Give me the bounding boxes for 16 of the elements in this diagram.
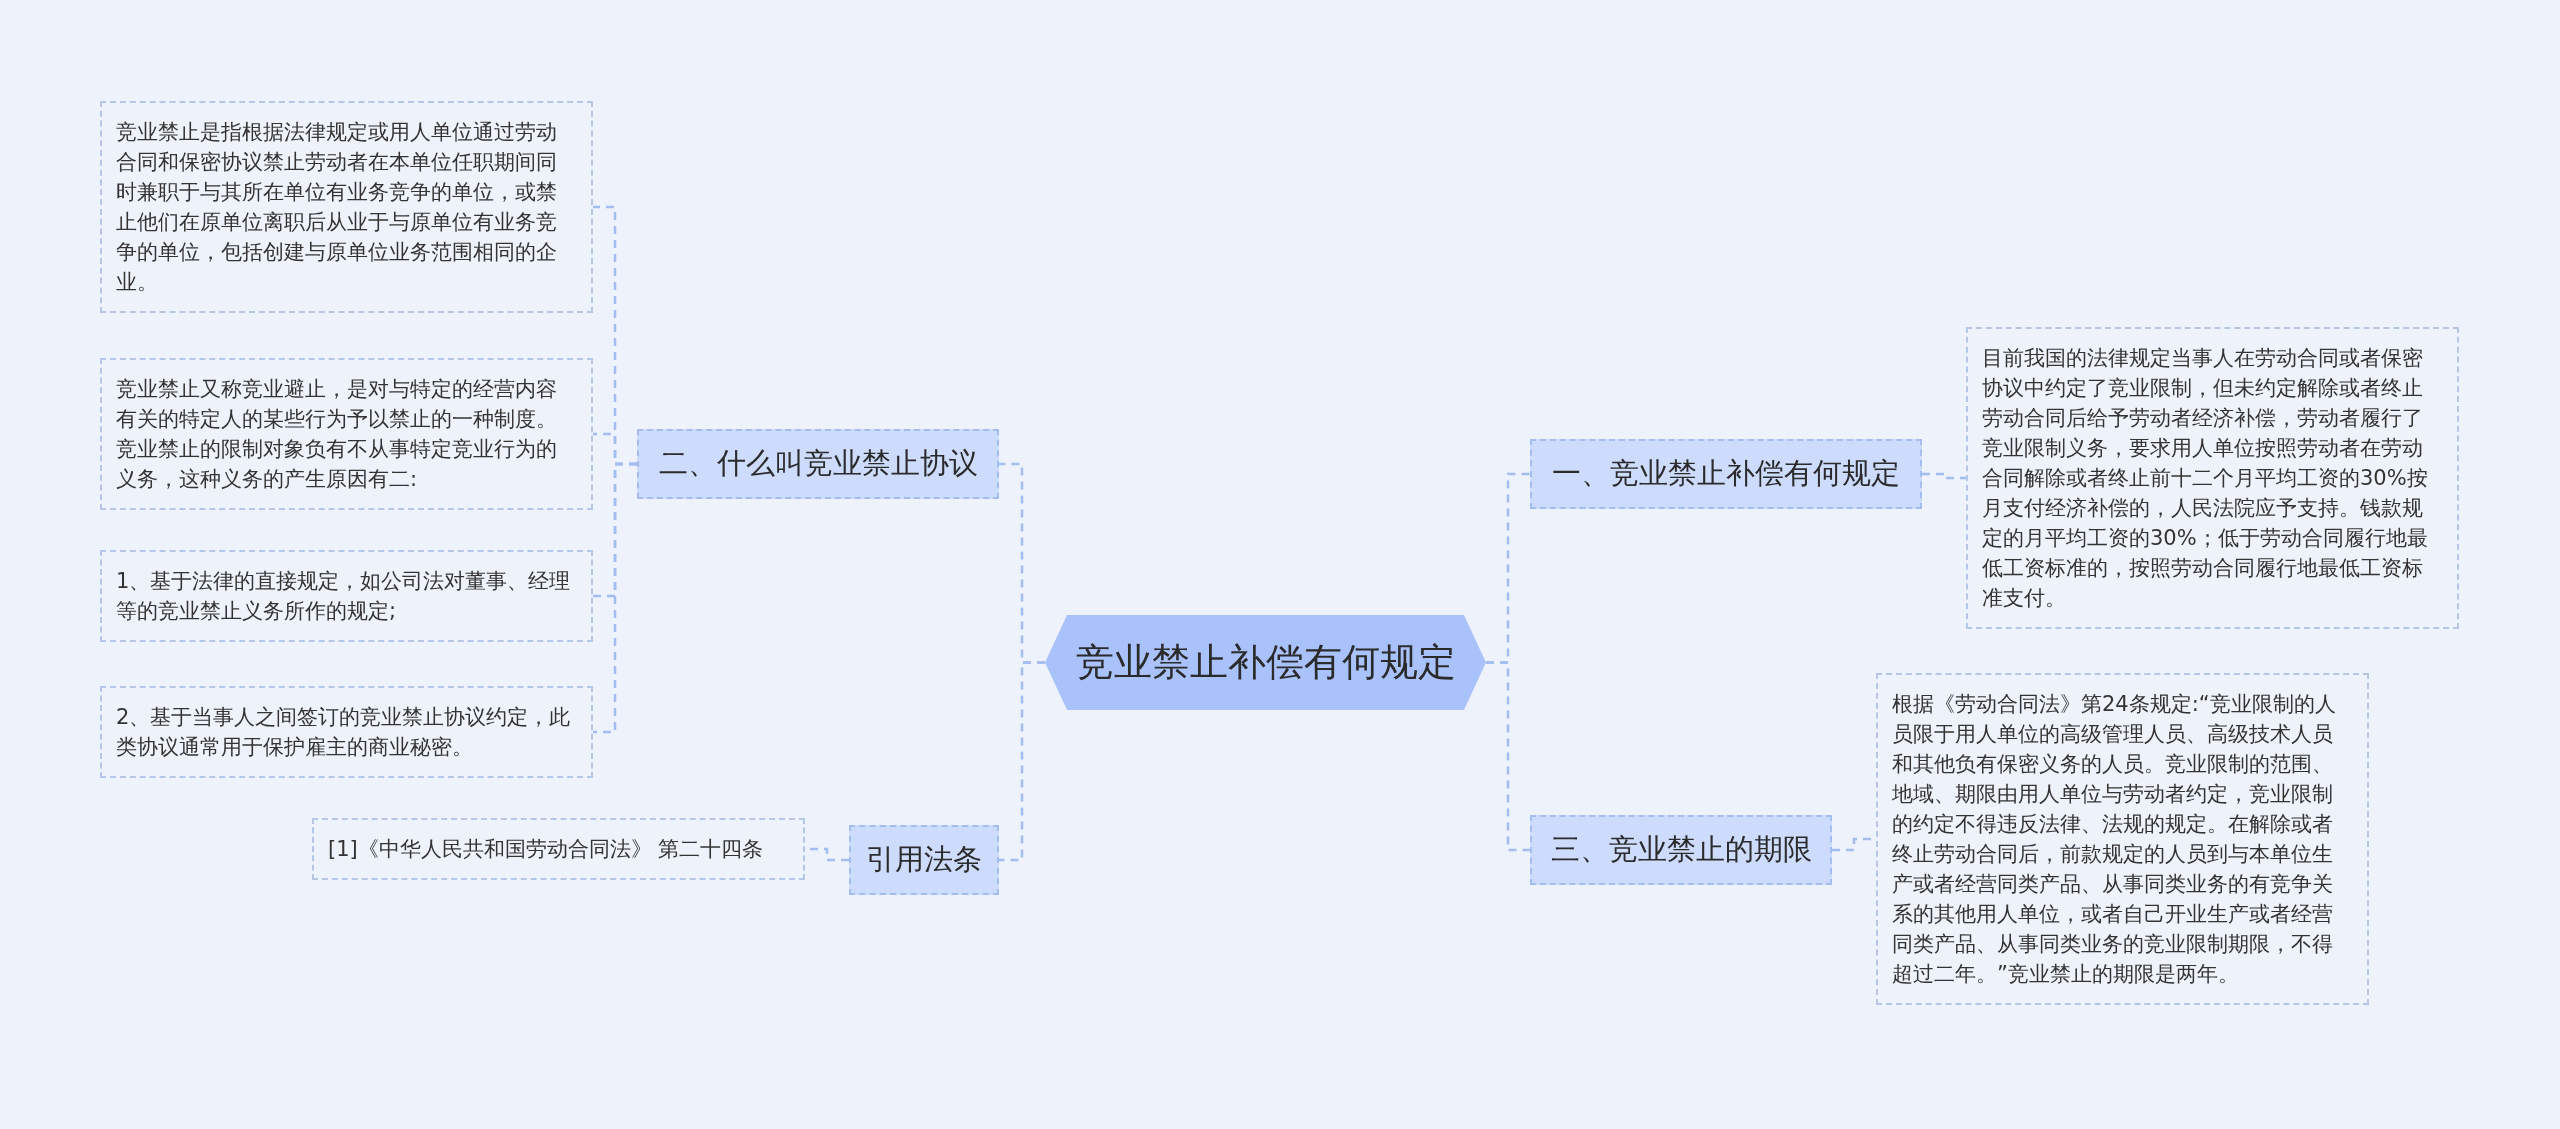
topic-box: 引用法条: [849, 825, 999, 895]
note-box: 目前我国的法律规定当事人在劳动合同或者保密协议中约定了竞业限制，但未约定解除或者终止劳动合同后给予劳动者经济补偿，劳动者履行了竞业限制义务，要求用人单位按照劳动者在劳动合同解除或者终止前十二个月平均工资的30%按月支付经济补偿的，人民法院应予支持。钱款规定的月平均工资的30%；低于劳动合同履行地最低工资标准的，按照劳动合同履行地最低工资标准支付。: [1966, 327, 2459, 629]
connector-line: [1486, 661, 1530, 852]
note-box: 竞业禁止又称竞业避止，是对与特定的经营内容有关的特定人的某些行为予以禁止的一种制度。竞业禁止的限制对象负有不从事特定竞业行为的义务，这种义务的产生原因有二:: [100, 358, 593, 510]
note-box: 2、基于当事人之间签订的竞业禁止协议约定，此类协议通常用于保护雇主的商业秘密。: [100, 686, 593, 778]
topic-box: 三、竞业禁止的期限: [1530, 815, 1832, 885]
connector-line: [1922, 472, 1966, 480]
note-box: 竞业禁止是指根据法律规定或用人单位通过劳动合同和保密协议禁止劳动者在本单位任职期间同时兼职于与其所在单位有业务竞争的单位，或禁止他们在原单位离职后从业于与原单位有业务竞争的单位，包括创建与原单位业务范围相同的企业。: [100, 101, 593, 313]
central-topic: 竞业禁止补偿有何规定: [1045, 615, 1486, 710]
topic-box: 二、什么叫竞业禁止协议: [637, 429, 999, 499]
connector-line: [999, 661, 1045, 862]
note-box: 1、基于法律的直接规定，如公司法对董事、经理等的竞业禁止义务所作的规定;: [100, 550, 593, 642]
note-box: [1]《中华人民共和国劳动合同法》 第二十四条: [312, 818, 805, 880]
connector-line: [593, 462, 637, 734]
topic-box: 一、竞业禁止补偿有何规定: [1530, 439, 1922, 509]
note-box: 根据《劳动合同法》第24条规定:“竞业限制的人员限于用人单位的高级管理人员、高级技术人员和其他负有保密义务的人员。竞业限制的范围、地域、期限由用人单位与劳动者约定，竞业限制的约定不得违反法律、法规的规定。在解除或者终止劳动合同后，前款规定的人员到与本单位生产或者经营同类产品、从事同类业务的有竞争关系的其他用人单位，或者自己开业生产或者经营同类产品、从事同类业务的竞业限制期限，不得超过二年。”竞业禁止的期限是两年。: [1876, 673, 2369, 1005]
